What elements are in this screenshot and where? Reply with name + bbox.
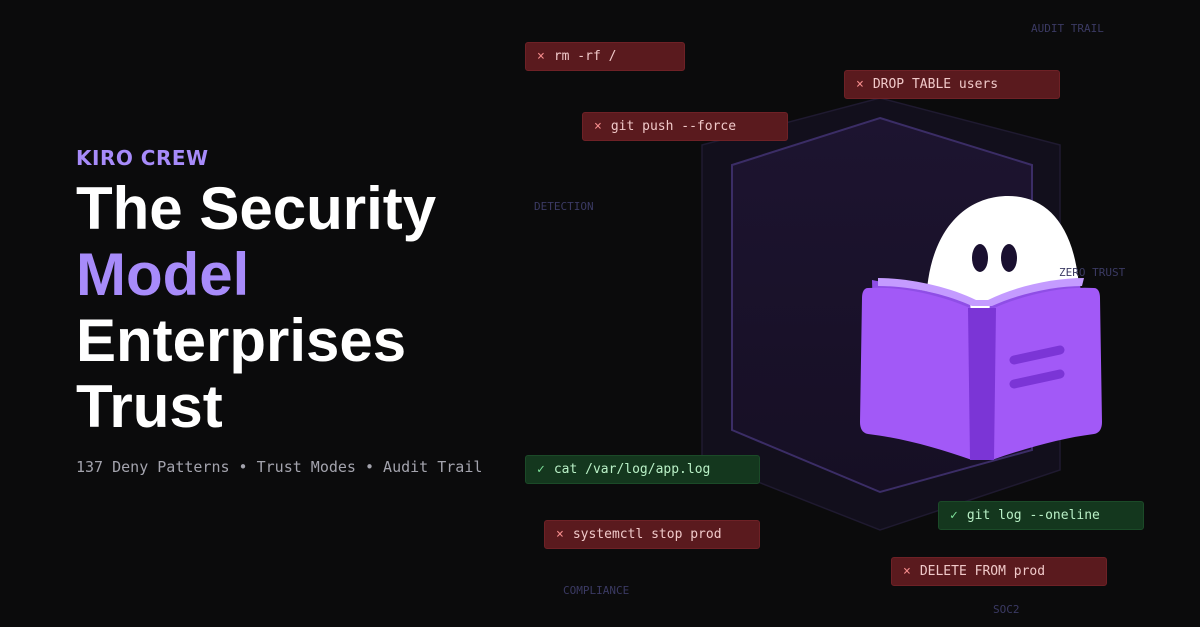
check-icon: ✓ [950, 508, 958, 523]
denied-command-chip: × DROP TABLE users [844, 70, 1060, 99]
command-text: rm -rf / [553, 49, 617, 64]
denied-command-chip: × rm -rf / [525, 42, 685, 71]
denied-command-chip: × git push --force [582, 112, 788, 141]
headline-accent-word: Model [76, 241, 250, 308]
denied-command-chip: × DELETE FROM prod [891, 557, 1107, 586]
command-text: cat /var/log/app.log [553, 462, 711, 477]
headline-line-1: The Security [76, 175, 437, 242]
deny-icon: × [537, 49, 545, 64]
command-text: git push --force [610, 119, 737, 134]
allowed-command-chip: ✓ cat /var/log/app.log [525, 455, 760, 484]
command-text: DELETE FROM prod [919, 564, 1046, 579]
label-compliance: COMPLIANCE [563, 584, 630, 597]
label-zero-trust: ZERO TRUST [1059, 266, 1126, 279]
deny-icon: × [903, 564, 911, 579]
command-text: git log --oneline [966, 508, 1100, 523]
deny-icon: × [556, 527, 564, 542]
label-detection: DETECTION [534, 200, 594, 213]
deny-icon: × [856, 77, 864, 92]
label-soc2: SOC2 [993, 603, 1020, 616]
command-text: systemctl stop prod [572, 527, 722, 542]
headline-line-3: Enterprises [76, 307, 407, 374]
label-audit-trail: AUDIT TRAIL [1031, 22, 1104, 35]
brand-eyebrow: KIRO CREW [76, 146, 209, 170]
deny-icon: × [594, 119, 602, 134]
headline-line-4: Trust [76, 373, 223, 440]
mascot-illustration [690, 90, 1110, 540]
check-icon: ✓ [537, 462, 545, 477]
allowed-command-chip: ✓ git log --oneline [938, 501, 1144, 530]
denied-command-chip: × systemctl stop prod [544, 520, 760, 549]
ghost-reading-book-icon [860, 196, 1102, 460]
command-text: DROP TABLE users [872, 77, 999, 92]
page-title: The Security Model Enterprises Trust [76, 176, 516, 440]
feature-subline: 137 Deny Patterns • Trust Modes • Audit … [76, 458, 483, 476]
